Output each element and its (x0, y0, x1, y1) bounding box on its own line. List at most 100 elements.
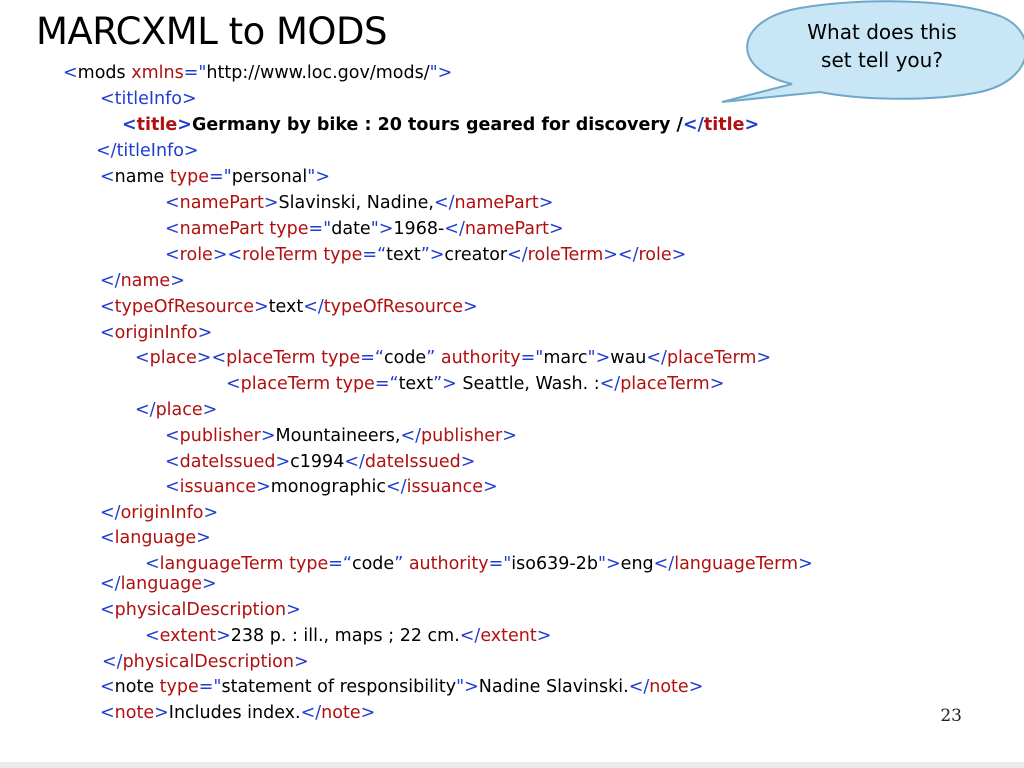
code-text: Germany by bike : 20 tours geared for di… (191, 115, 683, 135)
code-markup: > (154, 703, 169, 723)
code-markup: </ (100, 503, 121, 523)
code-markup: < (145, 626, 160, 646)
code-markup: </ (96, 141, 117, 161)
code-markup: </ (628, 677, 650, 697)
code-text: creator (444, 245, 508, 265)
code-line: <place><placeTerm type=“code” authority=… (135, 347, 771, 369)
code-markup: =" (183, 63, 207, 83)
code-element-name: languageTerm (159, 554, 290, 574)
code-markup: > (202, 574, 217, 594)
code-element-name: namePart (179, 219, 270, 239)
code-text: code (351, 554, 395, 574)
code-line: <dateIssued>c1994</dateIssued> (165, 451, 475, 473)
code-element-name: namePart (464, 219, 550, 239)
code-element-name: note (321, 703, 361, 723)
code-markup: < (165, 219, 180, 239)
code-element-name: placeTerm (240, 374, 336, 394)
code-text: code (384, 348, 427, 368)
code-line: <originInfo> (100, 322, 212, 344)
code-markup: </ (100, 271, 121, 291)
code-text: marc (543, 348, 588, 368)
code-markup: titleInfo (116, 141, 184, 161)
code-markup: </ (102, 652, 123, 672)
code-element-name: role (638, 245, 672, 265)
code-markup: < (135, 348, 150, 368)
code-markup: < (165, 193, 180, 213)
code-markup: =“ (362, 245, 387, 265)
code-element-name: type (289, 554, 329, 574)
code-element-name: typeOfResource (323, 297, 464, 317)
code-text: 1968- (393, 219, 445, 239)
code-element-name: place (149, 348, 197, 368)
code-markup: > (182, 89, 197, 109)
code-markup: > (482, 477, 498, 497)
code-markup: > (360, 703, 376, 723)
code-text: mods (77, 63, 132, 83)
code-markup: </ (433, 193, 455, 213)
code-line: </language> (100, 573, 217, 595)
code-text: text (386, 245, 421, 265)
code-line: <typeOfResource>text</typeOfResource> (100, 296, 478, 318)
code-markup: =" (520, 348, 544, 368)
code-text: c1994 (290, 452, 345, 472)
code-line: <extent>238 p. : ill., maps ; 22 cm.</ex… (145, 625, 551, 647)
code-markup: < (100, 89, 115, 109)
code-element-name: language (114, 528, 197, 548)
callout-line-2: set tell you? (821, 48, 943, 72)
code-line: </originInfo> (100, 502, 218, 524)
code-line: <namePart>Slavinski, Nadine,</namePart> (165, 192, 553, 214)
code-element-name: authority (440, 348, 521, 368)
code-line: <name type="personal"> (100, 166, 330, 188)
code-markup: =“ (328, 554, 352, 574)
code-markup: < (165, 426, 180, 446)
code-line: <publisher>Mountaineers,</publisher> (165, 425, 517, 447)
code-text: http://www.loc.gov/mods/ (206, 63, 430, 83)
code-markup: > (177, 115, 192, 135)
code-line: <note>Includes index.</note> (100, 702, 375, 724)
code-markup: < (226, 374, 241, 394)
code-markup: < (165, 245, 180, 265)
code-markup: < (100, 600, 115, 620)
code-markup: < (165, 477, 180, 497)
code-text: name (114, 167, 170, 187)
code-markup: < (100, 703, 115, 723)
callout-text: What does this set tell you? (752, 18, 1012, 74)
code-text: personal (231, 167, 308, 187)
code-text: wau (610, 348, 647, 368)
code-markup: < (63, 63, 78, 83)
code-markup: > (256, 477, 271, 497)
code-markup: > (756, 348, 772, 368)
code-markup: "> (597, 554, 621, 574)
code-element-name: physicalDescription (114, 600, 287, 620)
code-line: <title>Germany by bike : 20 tours geared… (122, 114, 759, 136)
code-markup: </ (100, 574, 121, 594)
code-text: text (268, 297, 304, 317)
code-text: 238 p. : ill., maps ; 22 cm. (230, 626, 460, 646)
code-markup: > (798, 554, 813, 574)
code-markup: </ (646, 348, 667, 368)
code-markup: < (100, 297, 115, 317)
code-element-name: namePart (454, 193, 539, 213)
code-markup: > (203, 503, 219, 523)
code-text: iso639-2b (511, 554, 598, 574)
code-markup: </ (617, 245, 639, 265)
code-markup: > (744, 115, 760, 135)
code-markup: </ (344, 452, 365, 472)
code-line: </physicalDescription> (102, 651, 309, 673)
code-element-name: role (179, 245, 213, 265)
code-markup: < (100, 528, 115, 548)
code-markup: > (502, 426, 517, 446)
code-markup: "> (429, 63, 453, 83)
code-markup: > (286, 600, 301, 620)
code-element-name: name (120, 271, 171, 291)
code-markup: > (671, 245, 687, 265)
code-line: <placeTerm type=“text”> Seattle, Wash. :… (226, 373, 724, 395)
code-element-name: placeTerm (226, 348, 322, 368)
code-markup: =" (308, 219, 332, 239)
code-line: <issuance>monographic</issuance> (165, 476, 498, 498)
code-element-name: issuance (406, 477, 483, 497)
code-line: </name> (100, 270, 185, 292)
code-markup: "> (370, 219, 394, 239)
slide-title: MARCXML to MODS (36, 10, 388, 53)
code-element-name: type (269, 219, 309, 239)
